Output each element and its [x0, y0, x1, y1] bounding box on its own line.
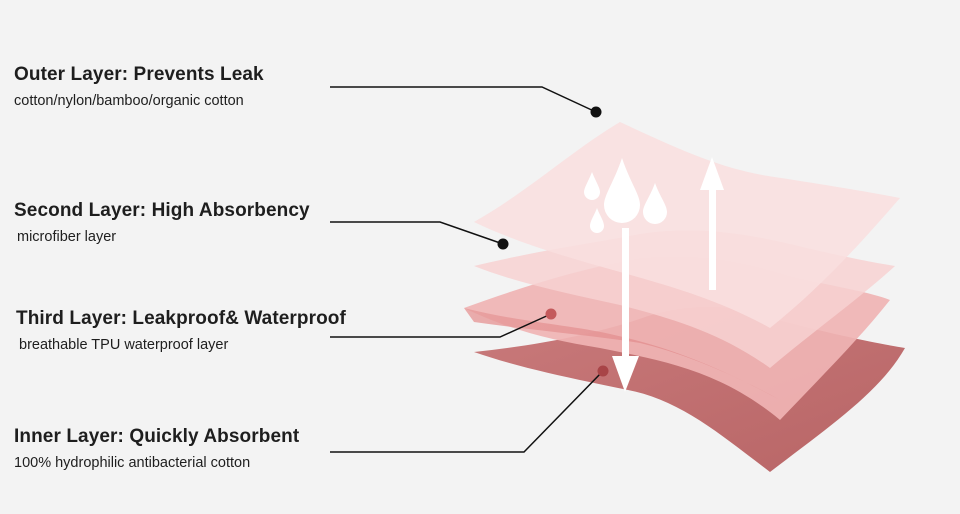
- outer-layer-title: Outer Layer: Prevents Leak: [14, 64, 264, 85]
- inner-layer-description: 100% hydrophilic antibacterial cotton: [14, 455, 251, 471]
- absorb-arrow-down-icon: [612, 356, 639, 392]
- inner-layer-label: Inner Layer: Quickly Absorbent 100% hydr…: [14, 426, 299, 471]
- water-drop-right-icon: [643, 183, 667, 224]
- third-layer-title: Third Layer: Leakproof& Waterproof: [16, 308, 346, 329]
- inner-leader-dot: [597, 365, 609, 377]
- third-layer-band: [464, 308, 780, 400]
- breathe-arrow-up-icon: [700, 157, 724, 190]
- third-leader-line: [330, 313, 552, 338]
- outer-leader-dot: [590, 106, 602, 118]
- absorb-arrow-shaft: [622, 228, 629, 358]
- outer-layer-label: Outer Layer: Prevents Leak cotton/nylon/…: [14, 64, 264, 109]
- outer-leader-line: [330, 86, 597, 113]
- water-drop-tiny-icon: [590, 208, 604, 233]
- third-layer-label: Third Layer: Leakproof& Waterproof breat…: [16, 308, 346, 353]
- breathe-arrow-shaft: [709, 188, 716, 290]
- second-layer-description: microfiber layer: [17, 229, 117, 245]
- second-leader-dot: [497, 238, 509, 250]
- third-leader-dot: [545, 308, 557, 320]
- third-layer-description: breathable TPU waterproof layer: [19, 337, 229, 353]
- water-drop-large-icon: [604, 158, 640, 223]
- outer-layer-sheet: [474, 122, 900, 328]
- second-layer-title: Second Layer: High Absorbency: [14, 200, 310, 221]
- inner-layer-title: Inner Layer: Quickly Absorbent: [14, 426, 300, 447]
- second-layer-label: Second Layer: High Absorbency microfiber…: [14, 200, 310, 245]
- water-drop-small-icon: [584, 172, 600, 200]
- second-leader-line: [330, 221, 504, 245]
- inner-leader-line: [330, 370, 604, 453]
- outer-layer-description: cotton/nylon/bamboo/organic cotton: [14, 93, 244, 109]
